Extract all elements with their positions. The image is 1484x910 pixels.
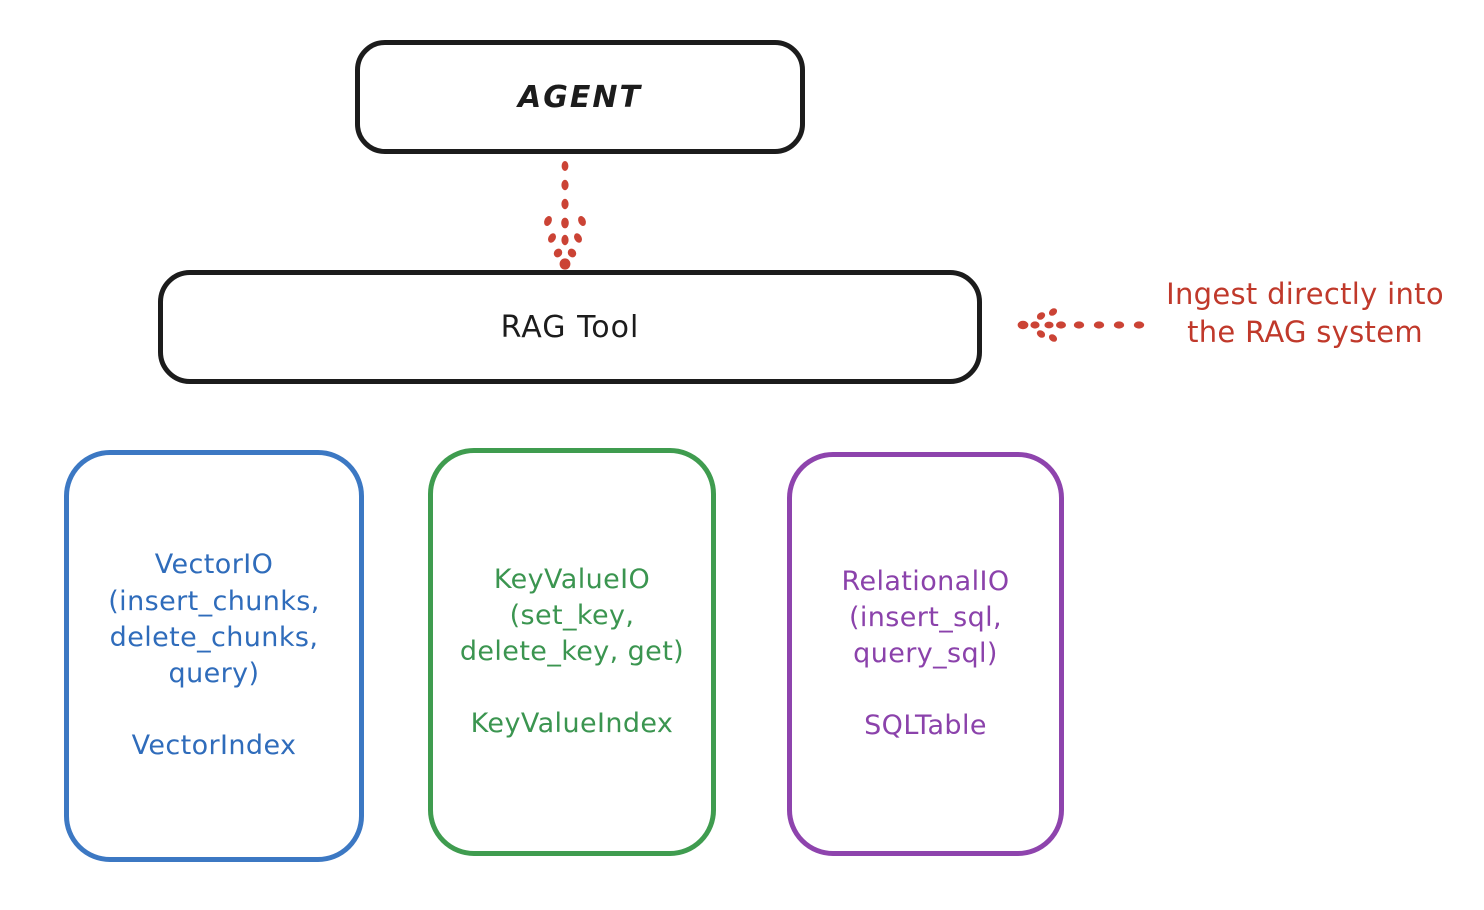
node-relational-io-label: RelationalIO (insert_sql, query_sql) SQL… xyxy=(841,565,1010,742)
node-rag-tool[interactable]: RAG Tool xyxy=(158,270,982,384)
node-key-value-io-label: KeyValueIO (set_key, delete_key, get) Ke… xyxy=(459,563,685,740)
node-vector-io-label: VectorIO (insert_chunks, delete_chunks, … xyxy=(108,549,320,762)
node-agent-label: AGENT xyxy=(518,79,642,115)
node-relational-io[interactable]: RelationalIO (insert_sql, query_sql) SQL… xyxy=(787,452,1064,856)
connector-agent-to-rag-tool-icon xyxy=(544,161,586,270)
node-key-value-io[interactable]: KeyValueIO (set_key, delete_key, get) Ke… xyxy=(428,448,716,856)
node-agent[interactable]: AGENT xyxy=(355,40,805,154)
annotation-ingest-note: Ingest directly into the RAG system xyxy=(1166,277,1444,349)
node-vector-io[interactable]: VectorIO (insert_chunks, delete_chunks, … xyxy=(64,450,364,862)
node-rag-tool-label: RAG Tool xyxy=(500,309,640,345)
connector-note-to-rag-tool-icon xyxy=(1017,308,1145,342)
